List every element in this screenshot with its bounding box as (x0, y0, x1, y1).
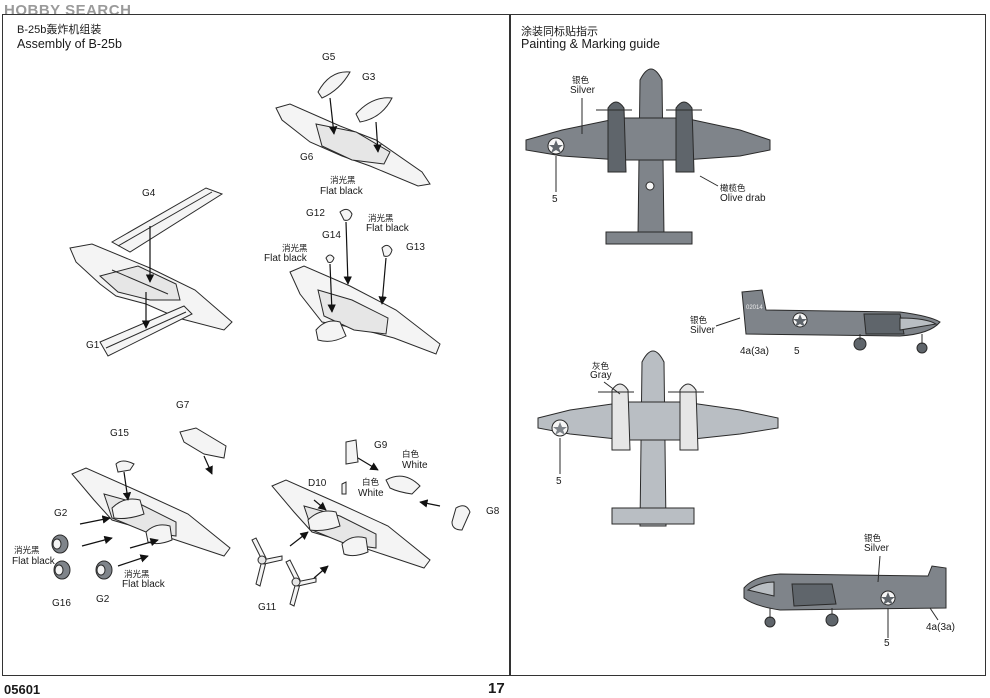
label-serial: 02014 (746, 305, 763, 311)
part-g9 (345, 439, 359, 465)
label-flat-black-cn-3: 消光黑 (282, 243, 308, 253)
step1-wing-assembly (69, 187, 233, 357)
label-flat-black-cn-4: 消光黑 (14, 545, 40, 555)
assembly-panel: B-25b轰炸机组装 Assembly of B-25b (2, 14, 510, 676)
label-g6: G6 (300, 152, 314, 163)
part-g12 (339, 208, 353, 221)
paint-sideview-2 (743, 565, 947, 628)
label-g13: G13 (406, 242, 425, 253)
label-flat-black-en-5: Flat black (122, 579, 165, 590)
paint-topview-olive (525, 68, 771, 245)
label-white-en-2: White (358, 488, 384, 499)
label-g5: G5 (322, 52, 336, 63)
label-silver-cn-3: 银色 (864, 533, 882, 543)
part-g15 (115, 460, 135, 473)
label-silver-cn-1: 银色 (572, 75, 590, 85)
label-white-cn-2: 白色 (362, 477, 380, 487)
label-g14: G14 (322, 230, 341, 241)
label-white-en-1: White (402, 460, 428, 471)
part-g13 (381, 244, 393, 257)
step4-engine-assembly (51, 427, 231, 580)
label-flat-black-cn-5: 消光黑 (124, 569, 150, 579)
label-g9: G9 (374, 440, 388, 451)
star-insignia-icon (549, 140, 563, 153)
label-flat-black-cn-2: 消光黑 (368, 213, 394, 223)
label-g1: G1 (86, 340, 100, 351)
part-g11-prop-b (285, 559, 317, 607)
label-flat-black-en-1: Flat black (320, 186, 363, 197)
part-g8 (451, 505, 471, 531)
label-silver-en-1: Silver (570, 85, 596, 96)
paint-bottomview-gray (537, 350, 779, 527)
part-g5 (317, 71, 351, 99)
part-g1 (99, 305, 193, 357)
label-flat-black-en-3: Flat black (264, 253, 307, 264)
label-d10: D10 (308, 478, 327, 489)
label-g12: G12 (306, 208, 325, 219)
page-number: 17 (488, 680, 505, 697)
label-g11: G11 (258, 602, 277, 613)
label-g2-b: G2 (96, 594, 110, 605)
label-decal-4a-2: 4a(3a) (926, 622, 955, 633)
step2-nacelle-assembly (275, 71, 431, 187)
star-insignia-icon (553, 422, 567, 435)
star-insignia-icon (881, 592, 895, 605)
label-white-cn-1: 白色 (402, 449, 420, 459)
label-silver-en-3: Silver (864, 543, 890, 554)
label-olive-en: Olive drab (720, 193, 766, 204)
star-insignia-icon (793, 314, 807, 327)
part-g3 (355, 97, 393, 123)
label-g16: G16 (52, 598, 71, 609)
label-g4: G4 (142, 188, 156, 199)
step5-propeller-assembly (251, 439, 471, 607)
label-g8: G8 (486, 506, 500, 517)
label-g2-a: G2 (54, 508, 68, 519)
label-gray-en: Gray (590, 370, 612, 381)
label-decal-5-a: 5 (552, 194, 558, 205)
label-flat-black-cn-1: 消光黑 (330, 175, 356, 185)
step3-exhaust-assembly (289, 208, 441, 355)
label-flat-black-en-2: Flat black (366, 223, 409, 234)
label-g7: G7 (176, 400, 190, 411)
painting-title-en: Painting & Marking guide (521, 37, 660, 51)
label-g15: G15 (110, 428, 129, 439)
label-g3: G3 (362, 72, 376, 83)
painting-title-cn: 涂装同标贴指示 (521, 26, 598, 38)
part-g7 (179, 427, 227, 459)
label-decal-5-d: 5 (884, 638, 890, 649)
label-decal-4a-1: 4a(3a) (740, 346, 769, 357)
label-silver-en-2: Silver (690, 325, 716, 336)
part-g11-prop-a (251, 537, 283, 587)
assembly-title-en: Assembly of B-25b (17, 37, 122, 51)
part-d10 (341, 481, 347, 495)
label-flat-black-en-4: Flat black (12, 556, 55, 567)
label-decal-5-b: 5 (794, 346, 800, 357)
part-white-canopy (385, 475, 421, 495)
label-decal-5-c: 5 (556, 476, 562, 487)
label-olive-cn: 橄榄色 (720, 183, 746, 193)
paint-sideview-1 (741, 289, 941, 354)
part-g14 (325, 254, 335, 263)
assembly-title-cn: B-25b轰炸机组装 (17, 24, 102, 36)
product-code: 05601 (4, 682, 41, 697)
label-gray-cn: 灰色 (592, 361, 610, 371)
painting-panel: 涂装同标贴指示 Painting & Marking guide (510, 14, 986, 676)
label-silver-cn-2: 银色 (690, 315, 708, 325)
part-g4 (110, 187, 224, 253)
